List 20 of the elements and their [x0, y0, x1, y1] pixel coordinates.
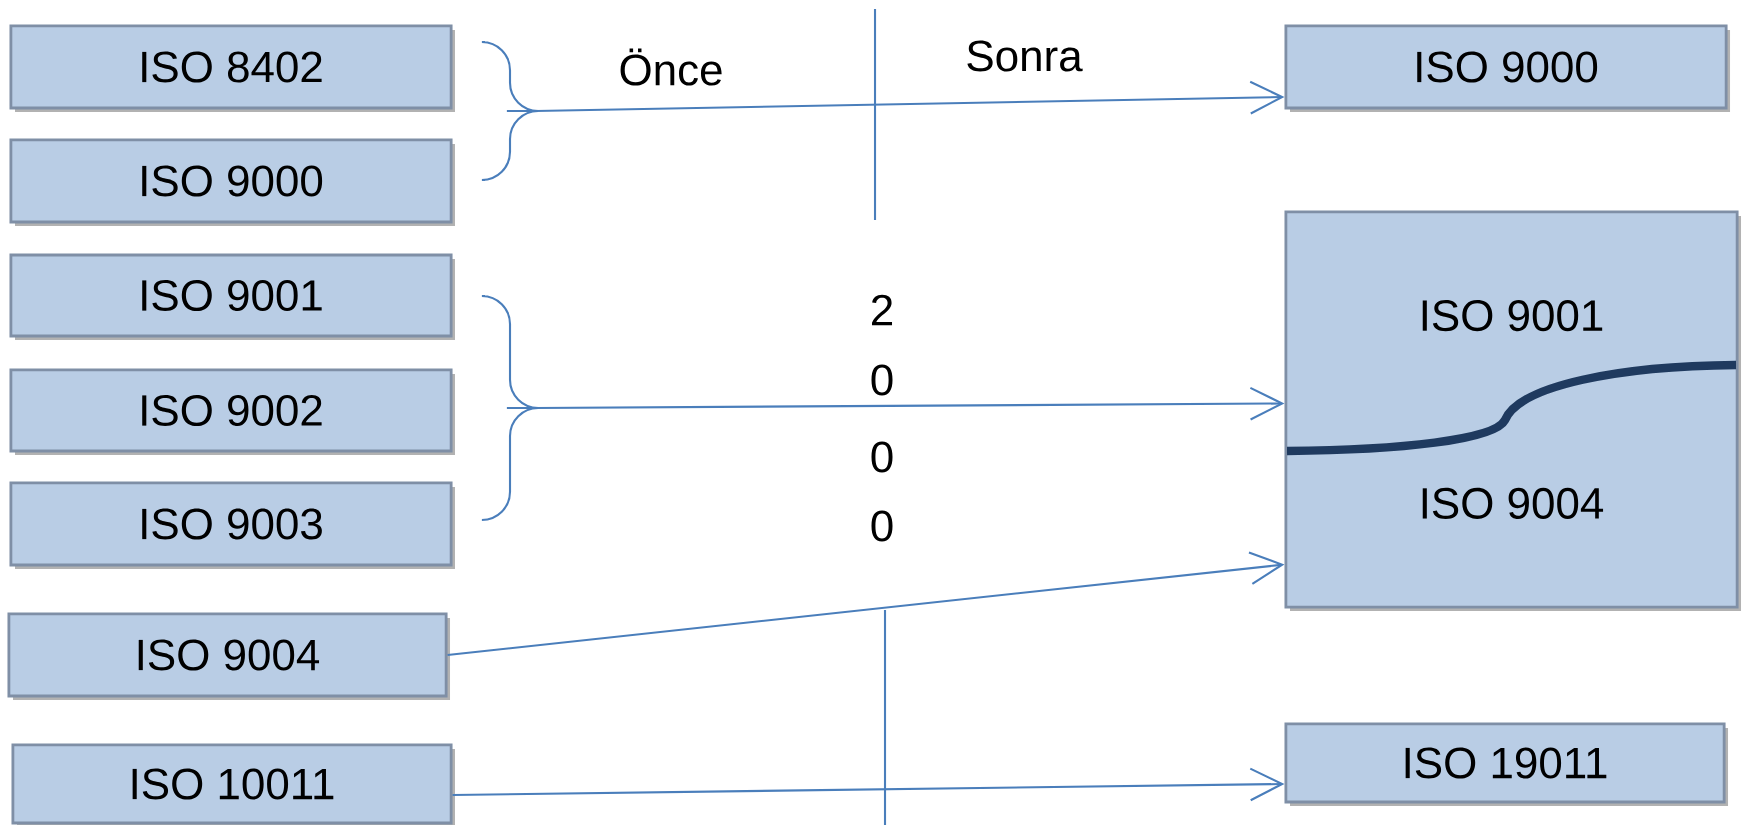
heading-label: Sonra: [967, 40, 1083, 72]
year-digit: 2: [872, 294, 892, 326]
standard-box: ISO 9001 ISO 9004: [1284, 210, 1741, 611]
iso-box: ISO 10011: [11, 743, 455, 825]
iso-box: ISO 19011: [1284, 722, 1729, 806]
arrow: [447, 551, 1285, 657]
arrow: [535, 80, 1285, 115]
iso-box: ISO 9003: [9, 481, 455, 569]
iso-box: ISO 9001: [9, 253, 455, 340]
arrow: [535, 386, 1285, 421]
iso-box: ISO 9002: [9, 368, 455, 455]
arrow: [452, 767, 1285, 802]
year-digit: 0: [871, 441, 893, 473]
iso-box: ISO 9000: [1284, 24, 1730, 112]
iso-box: ISO 8402: [9, 24, 455, 112]
year-digit: 0: [871, 510, 893, 542]
year-digit: 0: [871, 364, 893, 396]
iso-box: ISO 9004: [7, 612, 450, 700]
heading-label: Önce: [620, 48, 722, 86]
iso-box: ISO 9000: [9, 138, 455, 226]
